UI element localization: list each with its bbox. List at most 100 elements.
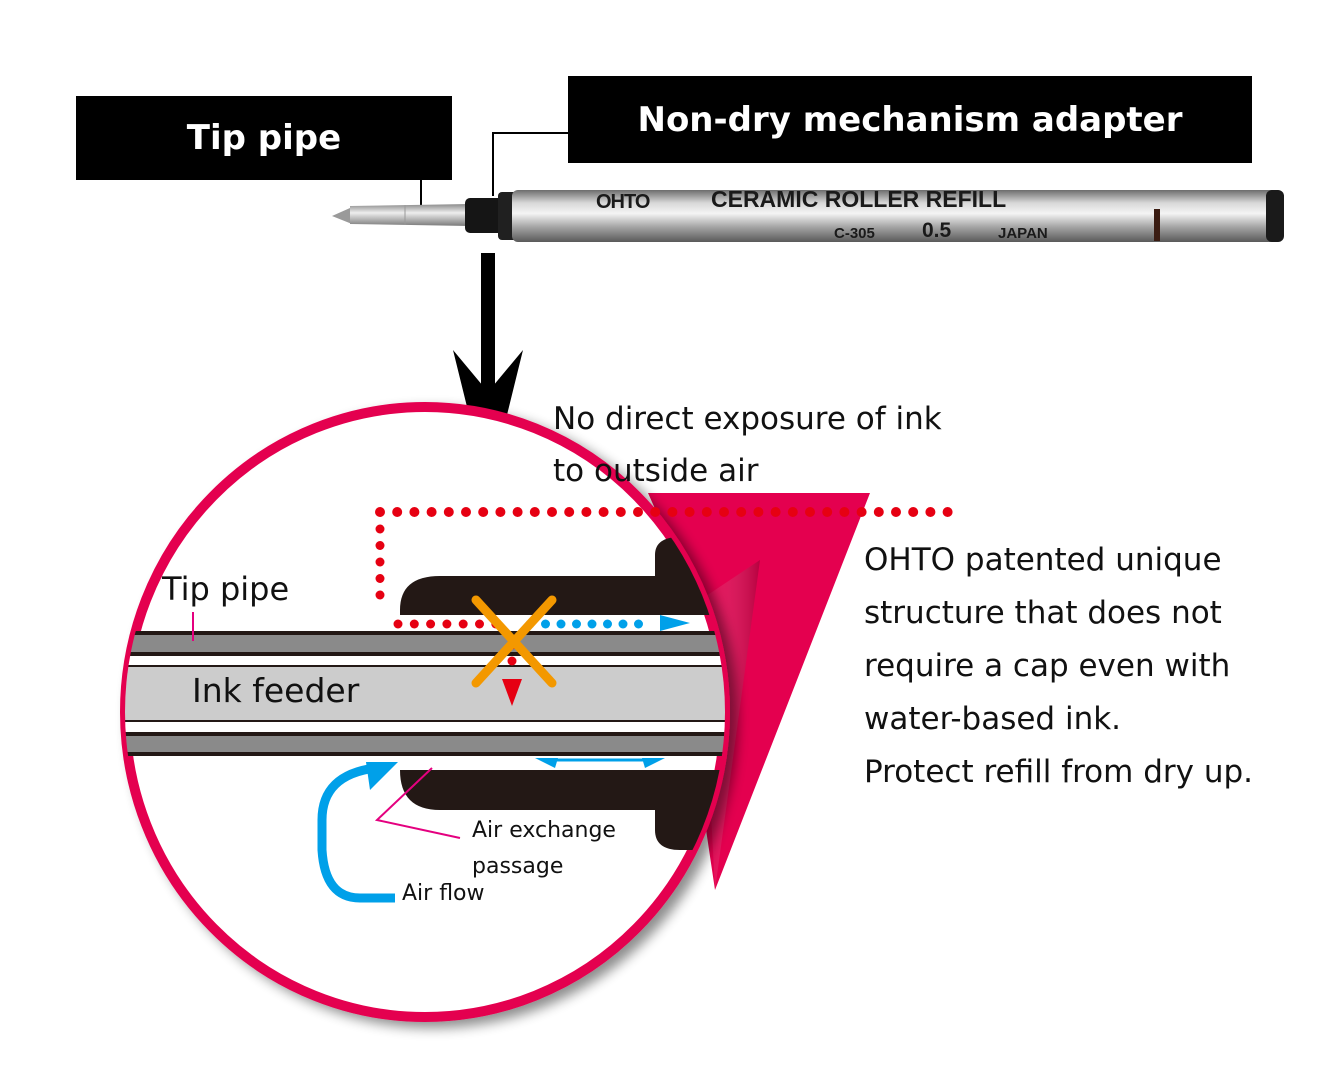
path-dot [375, 541, 385, 550]
path-dot [598, 507, 609, 517]
path-dot [684, 507, 695, 517]
air-flow-arrowhead-icon [366, 762, 398, 790]
description-line: water-based ink. [864, 701, 1122, 737]
path-dot [603, 619, 612, 629]
path-dot [587, 619, 597, 629]
air-exchange-line-2: passage [472, 854, 564, 879]
adapter-label: Non-dry mechanism adapter [637, 99, 1183, 140]
blocked-air-path-dotted [375, 507, 953, 666]
ink-feeder-bar [125, 667, 725, 720]
blue-arrowhead-icon [660, 615, 690, 631]
path-dot [701, 507, 712, 517]
path-dot [478, 507, 489, 517]
description-text: OHTO patented unique structure that does… [864, 534, 1253, 799]
path-dot [805, 507, 815, 517]
pen-point [332, 208, 352, 224]
air-flow-arrow [317, 763, 395, 903]
exposure-callout: No direct exposure of ink to outside air [553, 393, 942, 497]
path-dot [633, 507, 643, 517]
exposure-line-1: No direct exposure of ink [553, 401, 942, 437]
refill-end-cap [1266, 190, 1284, 242]
ink-level-mark [1154, 209, 1160, 241]
adapter-lower-block [400, 770, 725, 850]
path-dot [839, 507, 850, 517]
path-dot [547, 507, 557, 517]
path-dot [618, 619, 628, 629]
air-passage-width-indicator [535, 758, 665, 768]
path-dot [529, 507, 540, 517]
refill-model: C-305 [834, 225, 875, 242]
path-dot [787, 507, 798, 517]
refill-brand: OHTO [596, 191, 650, 213]
path-dot [770, 507, 781, 517]
path-dot [375, 557, 385, 567]
tip-pipe-label-box: Tip pipe [76, 96, 452, 180]
path-dot [753, 507, 764, 517]
path-dot [873, 507, 884, 517]
tip-pipe-upper-wall [125, 635, 725, 652]
path-dot [541, 619, 550, 629]
tip-pipe-metal [350, 204, 470, 226]
adapter-leader-line [492, 132, 568, 196]
path-dot [856, 507, 867, 517]
path-dot [375, 524, 385, 534]
path-dot [667, 507, 678, 517]
air-exchange-label: Air exchange passage [472, 813, 616, 885]
refill-origin: JAPAN [998, 225, 1048, 242]
path-dot [564, 507, 575, 517]
air-exchange-leader [374, 767, 461, 839]
path-dot [442, 619, 452, 629]
air-exchange-dotted-path [525, 619, 643, 629]
ink-feeder-label: Ink feeder [192, 671, 360, 710]
path-dot [615, 507, 626, 517]
path-dot [443, 507, 454, 517]
tip-pipe-label: Tip pipe [186, 118, 342, 158]
path-dot [736, 507, 747, 517]
refill-illustration [332, 190, 1284, 242]
path-dot [581, 507, 592, 517]
path-dot [426, 507, 437, 517]
path-dot [375, 574, 385, 583]
path-dot [458, 619, 468, 629]
description-line: OHTO patented unique [864, 542, 1222, 578]
adapter-black-collar [465, 198, 505, 233]
path-dot [908, 507, 919, 517]
red-arrowhead-icon [502, 679, 522, 706]
path-dot [942, 507, 953, 517]
path-dot [719, 507, 729, 517]
refill-name: CERAMIC ROLLER REFILL [711, 186, 1007, 212]
description-line: Protect refill from dry up. [864, 754, 1253, 790]
description-line: structure that does not [864, 595, 1222, 631]
path-dot [426, 619, 436, 629]
air-exchange-line-1: Air exchange [472, 818, 616, 843]
path-dot [495, 507, 506, 517]
tip-pipe-lower-wall [125, 736, 725, 752]
adapter-upper-block [400, 537, 725, 615]
detail-tip-pipe-label: Tip pipe [162, 570, 290, 608]
path-dot [891, 507, 901, 517]
refill-size: 0.5 [922, 219, 952, 242]
path-dot [507, 656, 517, 666]
path-dot [409, 619, 419, 629]
path-dot [634, 619, 643, 629]
path-dot [822, 507, 833, 517]
path-dot [409, 507, 420, 517]
path-dot [393, 619, 403, 629]
air-flow-label: Air flow [402, 881, 485, 906]
blocked-x-icon [471, 595, 557, 688]
path-dot [375, 590, 385, 600]
adapter-label-box: Non-dry mechanism adapter [568, 76, 1252, 163]
path-dot [375, 507, 385, 517]
exposure-line-2: to outside air [553, 453, 759, 489]
description-line: require a cap even with [864, 648, 1231, 684]
path-dot [461, 507, 471, 517]
magnified-detail [125, 537, 725, 903]
path-dot [650, 507, 661, 517]
path-dot [475, 619, 484, 629]
path-dot [512, 507, 523, 517]
path-dot [556, 619, 566, 629]
refill-barrel [512, 190, 1280, 242]
path-dot [572, 619, 581, 629]
path-dot [925, 507, 936, 517]
